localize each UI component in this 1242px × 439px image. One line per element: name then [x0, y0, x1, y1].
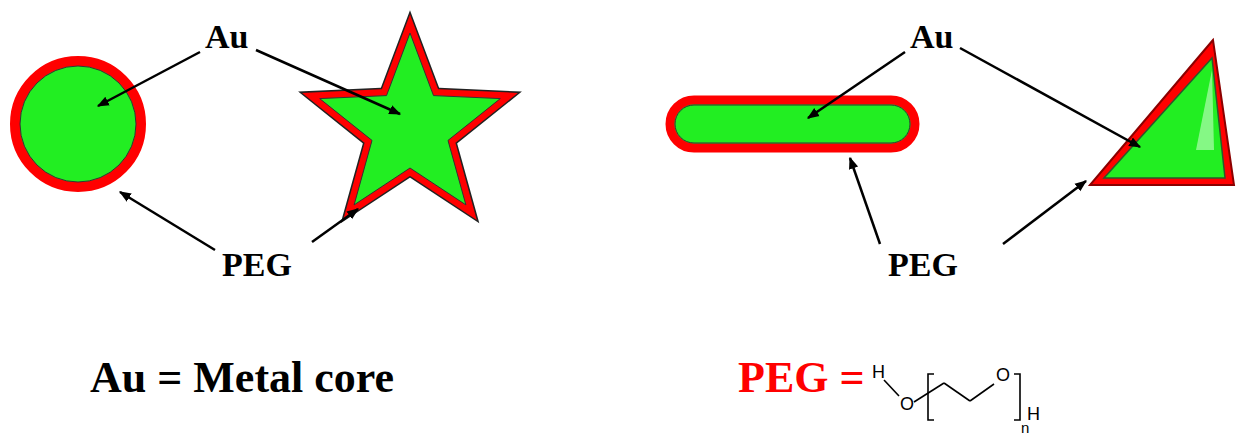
gold-nanostar: [320, 33, 501, 205]
legend-note: Au = Metal core: [90, 356, 394, 400]
atom-symbol: H: [872, 363, 885, 381]
part-label: PEG: [222, 248, 292, 282]
part-label: Au: [205, 20, 248, 54]
part-label: PEG: [888, 248, 958, 282]
part-label: Au: [910, 20, 953, 54]
formula-label: PEG =: [738, 356, 865, 400]
atom-symbol: O: [900, 395, 914, 413]
leader-arrows: [98, 48, 1140, 250]
atom-symbol: H: [1027, 405, 1040, 423]
gold-nanoprism: [1090, 40, 1234, 185]
gold-sphere: [15, 61, 141, 187]
gold-nanorod: [670, 100, 915, 148]
atom-symbol: O: [996, 366, 1010, 384]
